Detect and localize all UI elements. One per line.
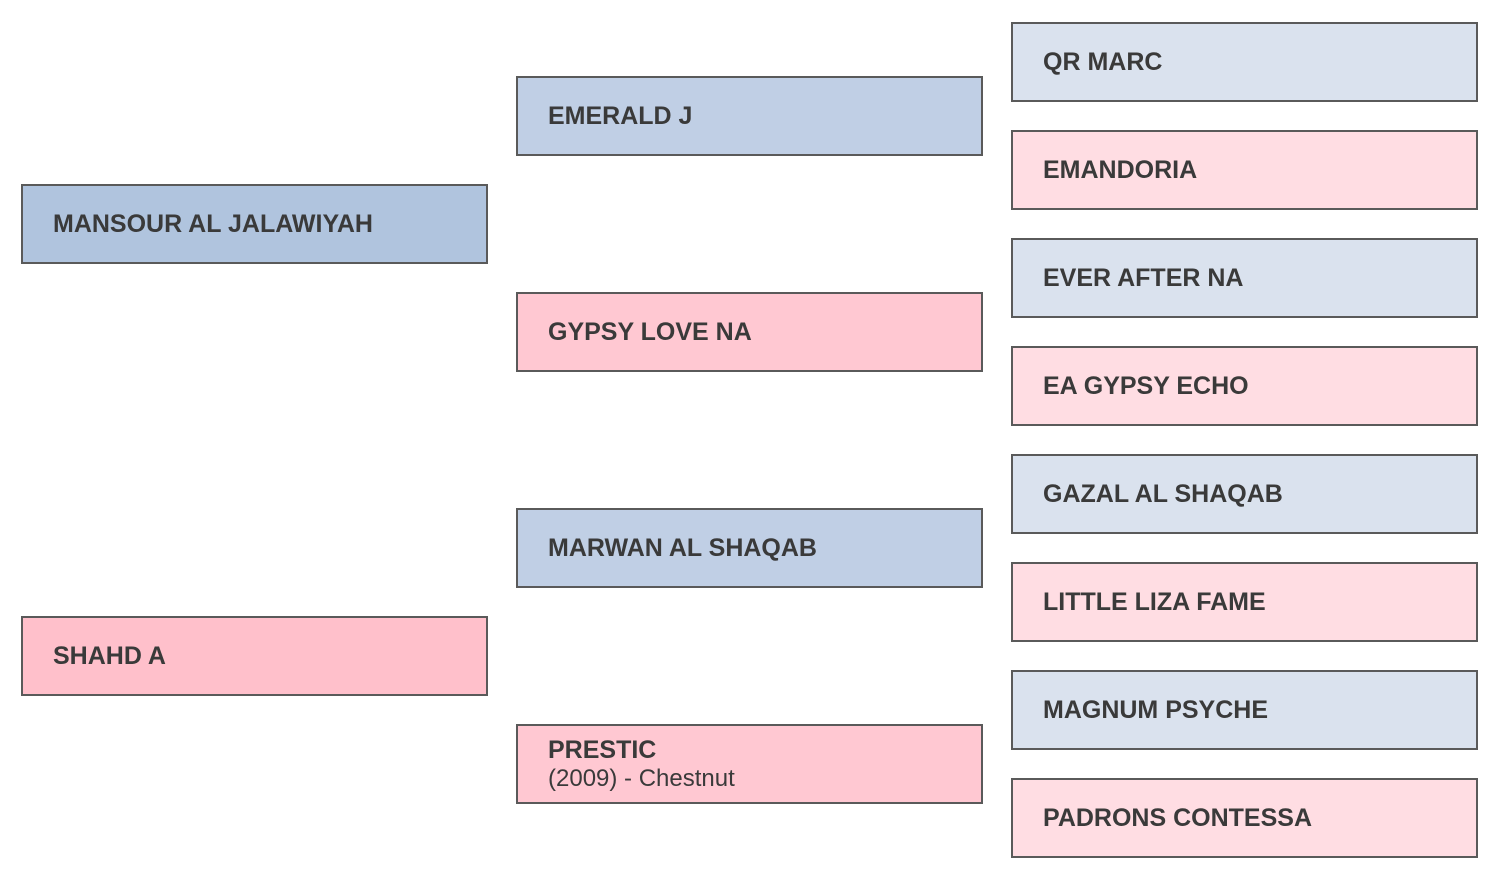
horse-name: MARWAN AL SHAQAB bbox=[548, 534, 817, 562]
pedigree-box-dam-dam-sire[interactable]: MAGNUM PSYCHE bbox=[1011, 670, 1478, 750]
horse-details: (2009) - Chestnut bbox=[548, 765, 735, 792]
horse-name: GYPSY LOVE NA bbox=[548, 318, 752, 346]
pedigree-box-dam-sire-dam[interactable]: LITTLE LIZA FAME bbox=[1011, 562, 1478, 642]
horse-name: MAGNUM PSYCHE bbox=[1043, 696, 1269, 724]
horse-name: MANSOUR AL JALAWIYAH bbox=[53, 210, 373, 238]
pedigree-box-sire-sire-sire[interactable]: QR MARC bbox=[1011, 22, 1478, 102]
pedigree-box-dam-dam-dam[interactable]: PADRONS CONTESSA bbox=[1011, 778, 1478, 858]
pedigree-box-sire-dam-dam[interactable]: EA GYPSY ECHO bbox=[1011, 346, 1478, 426]
horse-name: LITTLE LIZA FAME bbox=[1043, 588, 1266, 616]
horse-name: PADRONS CONTESSA bbox=[1043, 804, 1313, 832]
horse-name: PRESTIC bbox=[548, 736, 657, 764]
pedigree-box-dam-sire[interactable]: MARWAN AL SHAQAB bbox=[516, 508, 983, 588]
horse-name: EMANDORIA bbox=[1043, 156, 1198, 184]
pedigree-box-sire-sire-dam[interactable]: EMANDORIA bbox=[1011, 130, 1478, 210]
pedigree-box-dam-sire-sire[interactable]: GAZAL AL SHAQAB bbox=[1011, 454, 1478, 534]
horse-name: EVER AFTER NA bbox=[1043, 264, 1244, 292]
horse-name: GAZAL AL SHAQAB bbox=[1043, 480, 1283, 508]
horse-name: SHAHD A bbox=[53, 642, 166, 670]
pedigree-box-sire[interactable]: MANSOUR AL JALAWIYAH bbox=[21, 184, 488, 264]
pedigree-box-sire-sire[interactable]: EMERALD J bbox=[516, 76, 983, 156]
horse-name: EMERALD J bbox=[548, 102, 693, 130]
pedigree-box-dam[interactable]: SHAHD A bbox=[21, 616, 488, 696]
horse-name: QR MARC bbox=[1043, 48, 1163, 76]
pedigree-box-sire-dam-sire[interactable]: EVER AFTER NA bbox=[1011, 238, 1478, 318]
horse-name: EA GYPSY ECHO bbox=[1043, 372, 1249, 400]
pedigree-box-dam-dam[interactable]: PRESTIC (2009) - Chestnut bbox=[516, 724, 983, 804]
pedigree-box-sire-dam[interactable]: GYPSY LOVE NA bbox=[516, 292, 983, 372]
